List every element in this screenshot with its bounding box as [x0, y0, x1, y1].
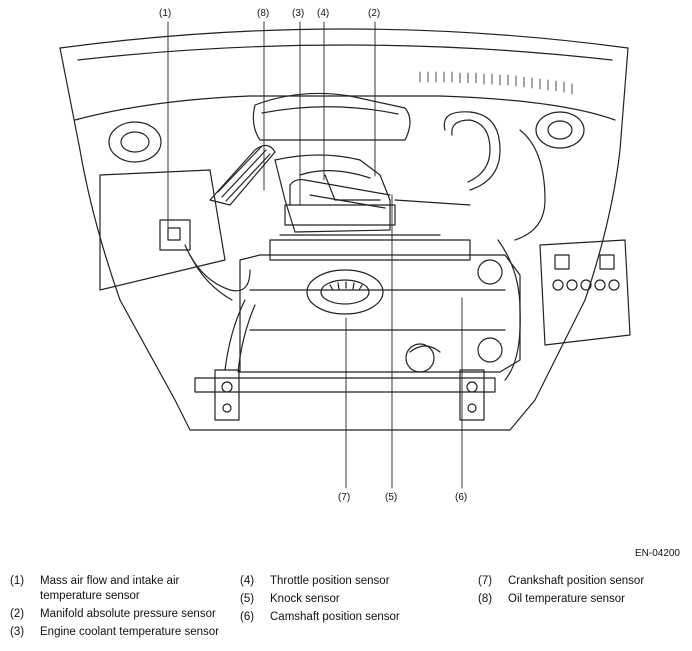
legend-number: (5) [240, 593, 255, 605]
legend-number: (8) [478, 593, 493, 605]
legend-number: (4) [240, 575, 255, 587]
legend-number: (3) [10, 626, 25, 638]
legend-item: (7) Crankshaft position sensor [478, 574, 692, 589]
callout-7: (7) [338, 492, 351, 503]
radiator-support [194, 345, 496, 421]
legend-item: (4) Throttle position sensor [240, 574, 460, 589]
callout-5: (5) [385, 492, 398, 503]
legend-column-3: (7) Crankshaft position sensor (8) Oil t… [478, 574, 692, 610]
legend-label: Knock sensor [270, 593, 340, 605]
legend-label: Manifold absolute pressure sensor [40, 608, 216, 620]
legend-column-1: (1) Mass air flow and intake air tempera… [10, 574, 220, 643]
legend-label: Camshaft position sensor [270, 611, 400, 623]
callout-1: (1) [159, 8, 172, 19]
leader-lines [167, 21, 463, 489]
engine-bay-outline [59, 28, 629, 431]
callout-3: (3) [292, 8, 305, 19]
engine-block [239, 254, 521, 373]
legend-item: (6) Camshaft position sensor [240, 610, 460, 625]
legend-label: Mass air flow and intake air temperature… [40, 575, 180, 602]
legend-number: (2) [10, 608, 25, 620]
engine-compartment-drawing [59, 21, 631, 489]
callout-4: (4) [317, 8, 330, 19]
legend-label: Engine coolant temperature sensor [40, 626, 219, 638]
strut-tower-left [108, 121, 162, 163]
legend-item: (3) Engine coolant temperature sensor [10, 625, 220, 640]
figure-reference: EN-04200 [634, 548, 680, 559]
legend-item: (8) Oil temperature sensor [478, 592, 692, 607]
legend-label: Oil temperature sensor [508, 593, 625, 605]
legend-item: (1) Mass air flow and intake air tempera… [10, 574, 220, 604]
legend-column-2: (4) Throttle position sensor (5) Knock s… [240, 574, 460, 628]
legend-label: Crankshaft position sensor [508, 575, 645, 587]
callout-2: (2) [368, 8, 381, 19]
legend-number: (7) [478, 575, 493, 587]
callout-8: (8) [257, 8, 270, 19]
hoses [224, 111, 546, 381]
strut-tower-right [535, 111, 585, 149]
air-intake-duct [99, 144, 276, 301]
legend-item: (5) Knock sensor [240, 592, 460, 607]
callout-6: (6) [455, 492, 468, 503]
legend-number: (1) [10, 575, 25, 587]
battery [539, 239, 631, 346]
legend-label: Throttle position sensor [270, 575, 390, 587]
cowl-hatching [419, 71, 573, 95]
intake-manifold [252, 92, 471, 261]
legend-number: (6) [240, 611, 255, 623]
throttle-cable [289, 178, 391, 209]
legend-item: (2) Manifold absolute pressure sensor [10, 607, 220, 622]
